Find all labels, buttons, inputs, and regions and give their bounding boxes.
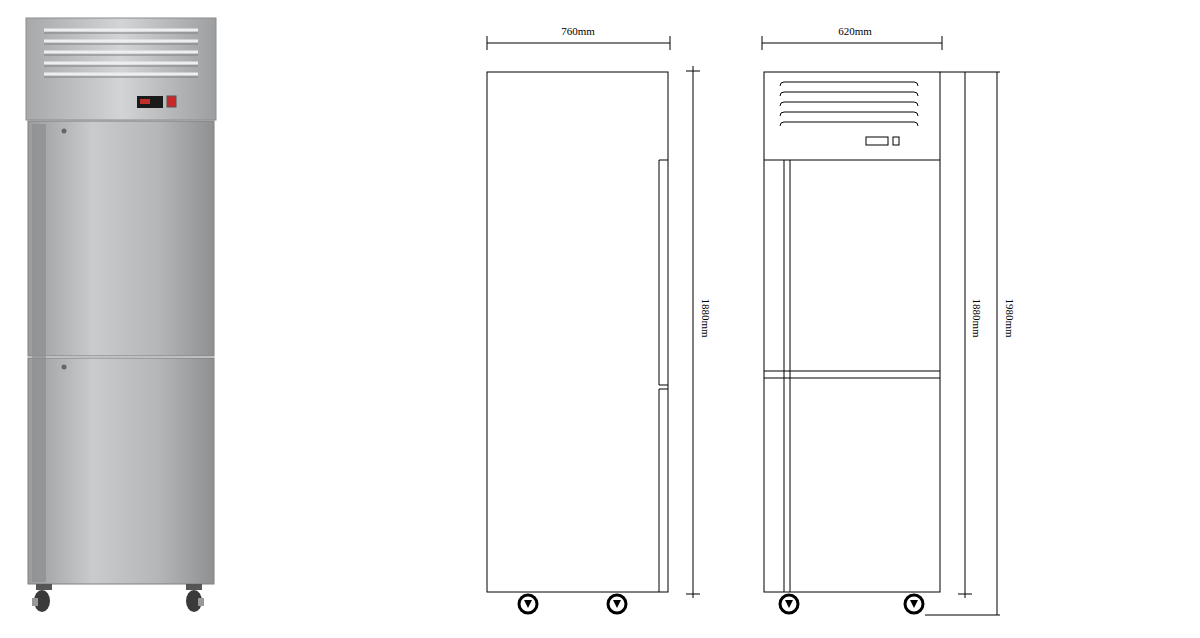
dimension-label: 1880mm xyxy=(700,298,711,337)
dimension-label: 760mm xyxy=(561,26,595,37)
dimension-label: 620mm xyxy=(838,26,872,37)
dimension-label: 1980mm xyxy=(1004,298,1015,337)
dimension-label: 1880mm xyxy=(971,298,982,337)
